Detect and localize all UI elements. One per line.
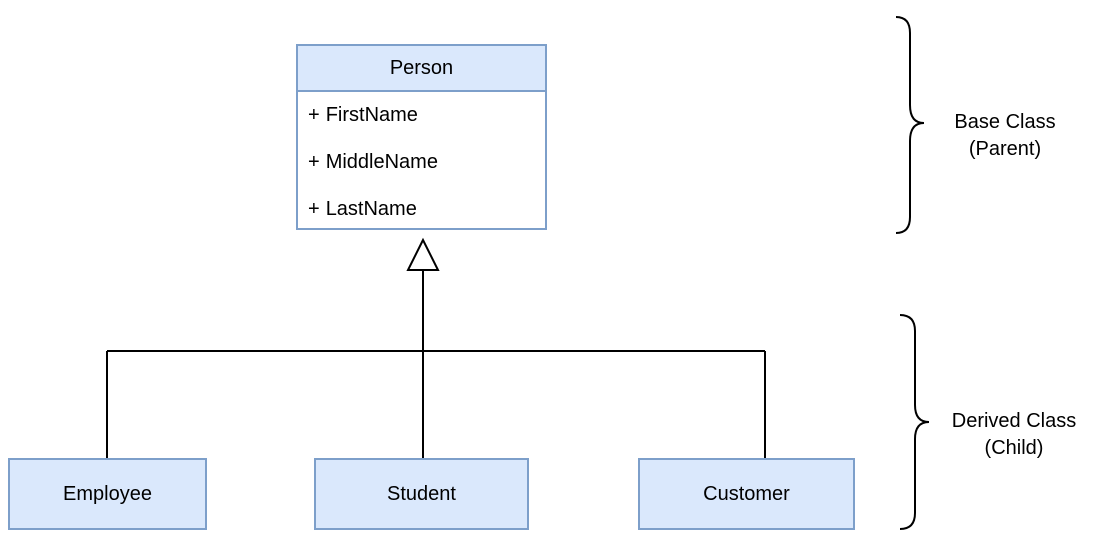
person-attribute-list: + FirstName + MiddleName + LastName: [298, 92, 545, 233]
derived-class-label-line1: Derived Class: [951, 410, 1077, 432]
attribute-visibility: +: [308, 104, 320, 126]
customer-class-box[interactable]: Customer: [638, 458, 855, 530]
person-class-box[interactable]: Person + FirstName + MiddleName + LastNa…: [296, 44, 547, 230]
attribute-name: MiddleName: [325, 151, 438, 173]
student-class-box[interactable]: Student: [314, 458, 529, 530]
attribute-first-name: + FirstName: [298, 92, 545, 139]
base-class-label-line2: (Parent): [968, 138, 1042, 160]
derived-class-label: Derived Class (Child): [929, 408, 1099, 462]
base-class-brace: [895, 16, 925, 234]
attribute-visibility: +: [308, 198, 320, 220]
attribute-visibility: +: [308, 151, 320, 173]
person-class-name: Person: [298, 46, 545, 92]
base-class-label: Base Class (Parent): [920, 109, 1090, 163]
derived-class-brace: [899, 314, 930, 530]
attribute-last-name: + LastName: [298, 186, 545, 233]
attribute-name: LastName: [325, 198, 417, 220]
attribute-name: FirstName: [325, 104, 418, 126]
attribute-middle-name: + MiddleName: [298, 139, 545, 186]
base-class-label-line1: Base Class: [954, 111, 1056, 133]
employee-class-box[interactable]: Employee: [8, 458, 207, 530]
inheritance-arrowhead: [406, 237, 440, 271]
derived-class-label-line2: (Child): [984, 437, 1044, 459]
